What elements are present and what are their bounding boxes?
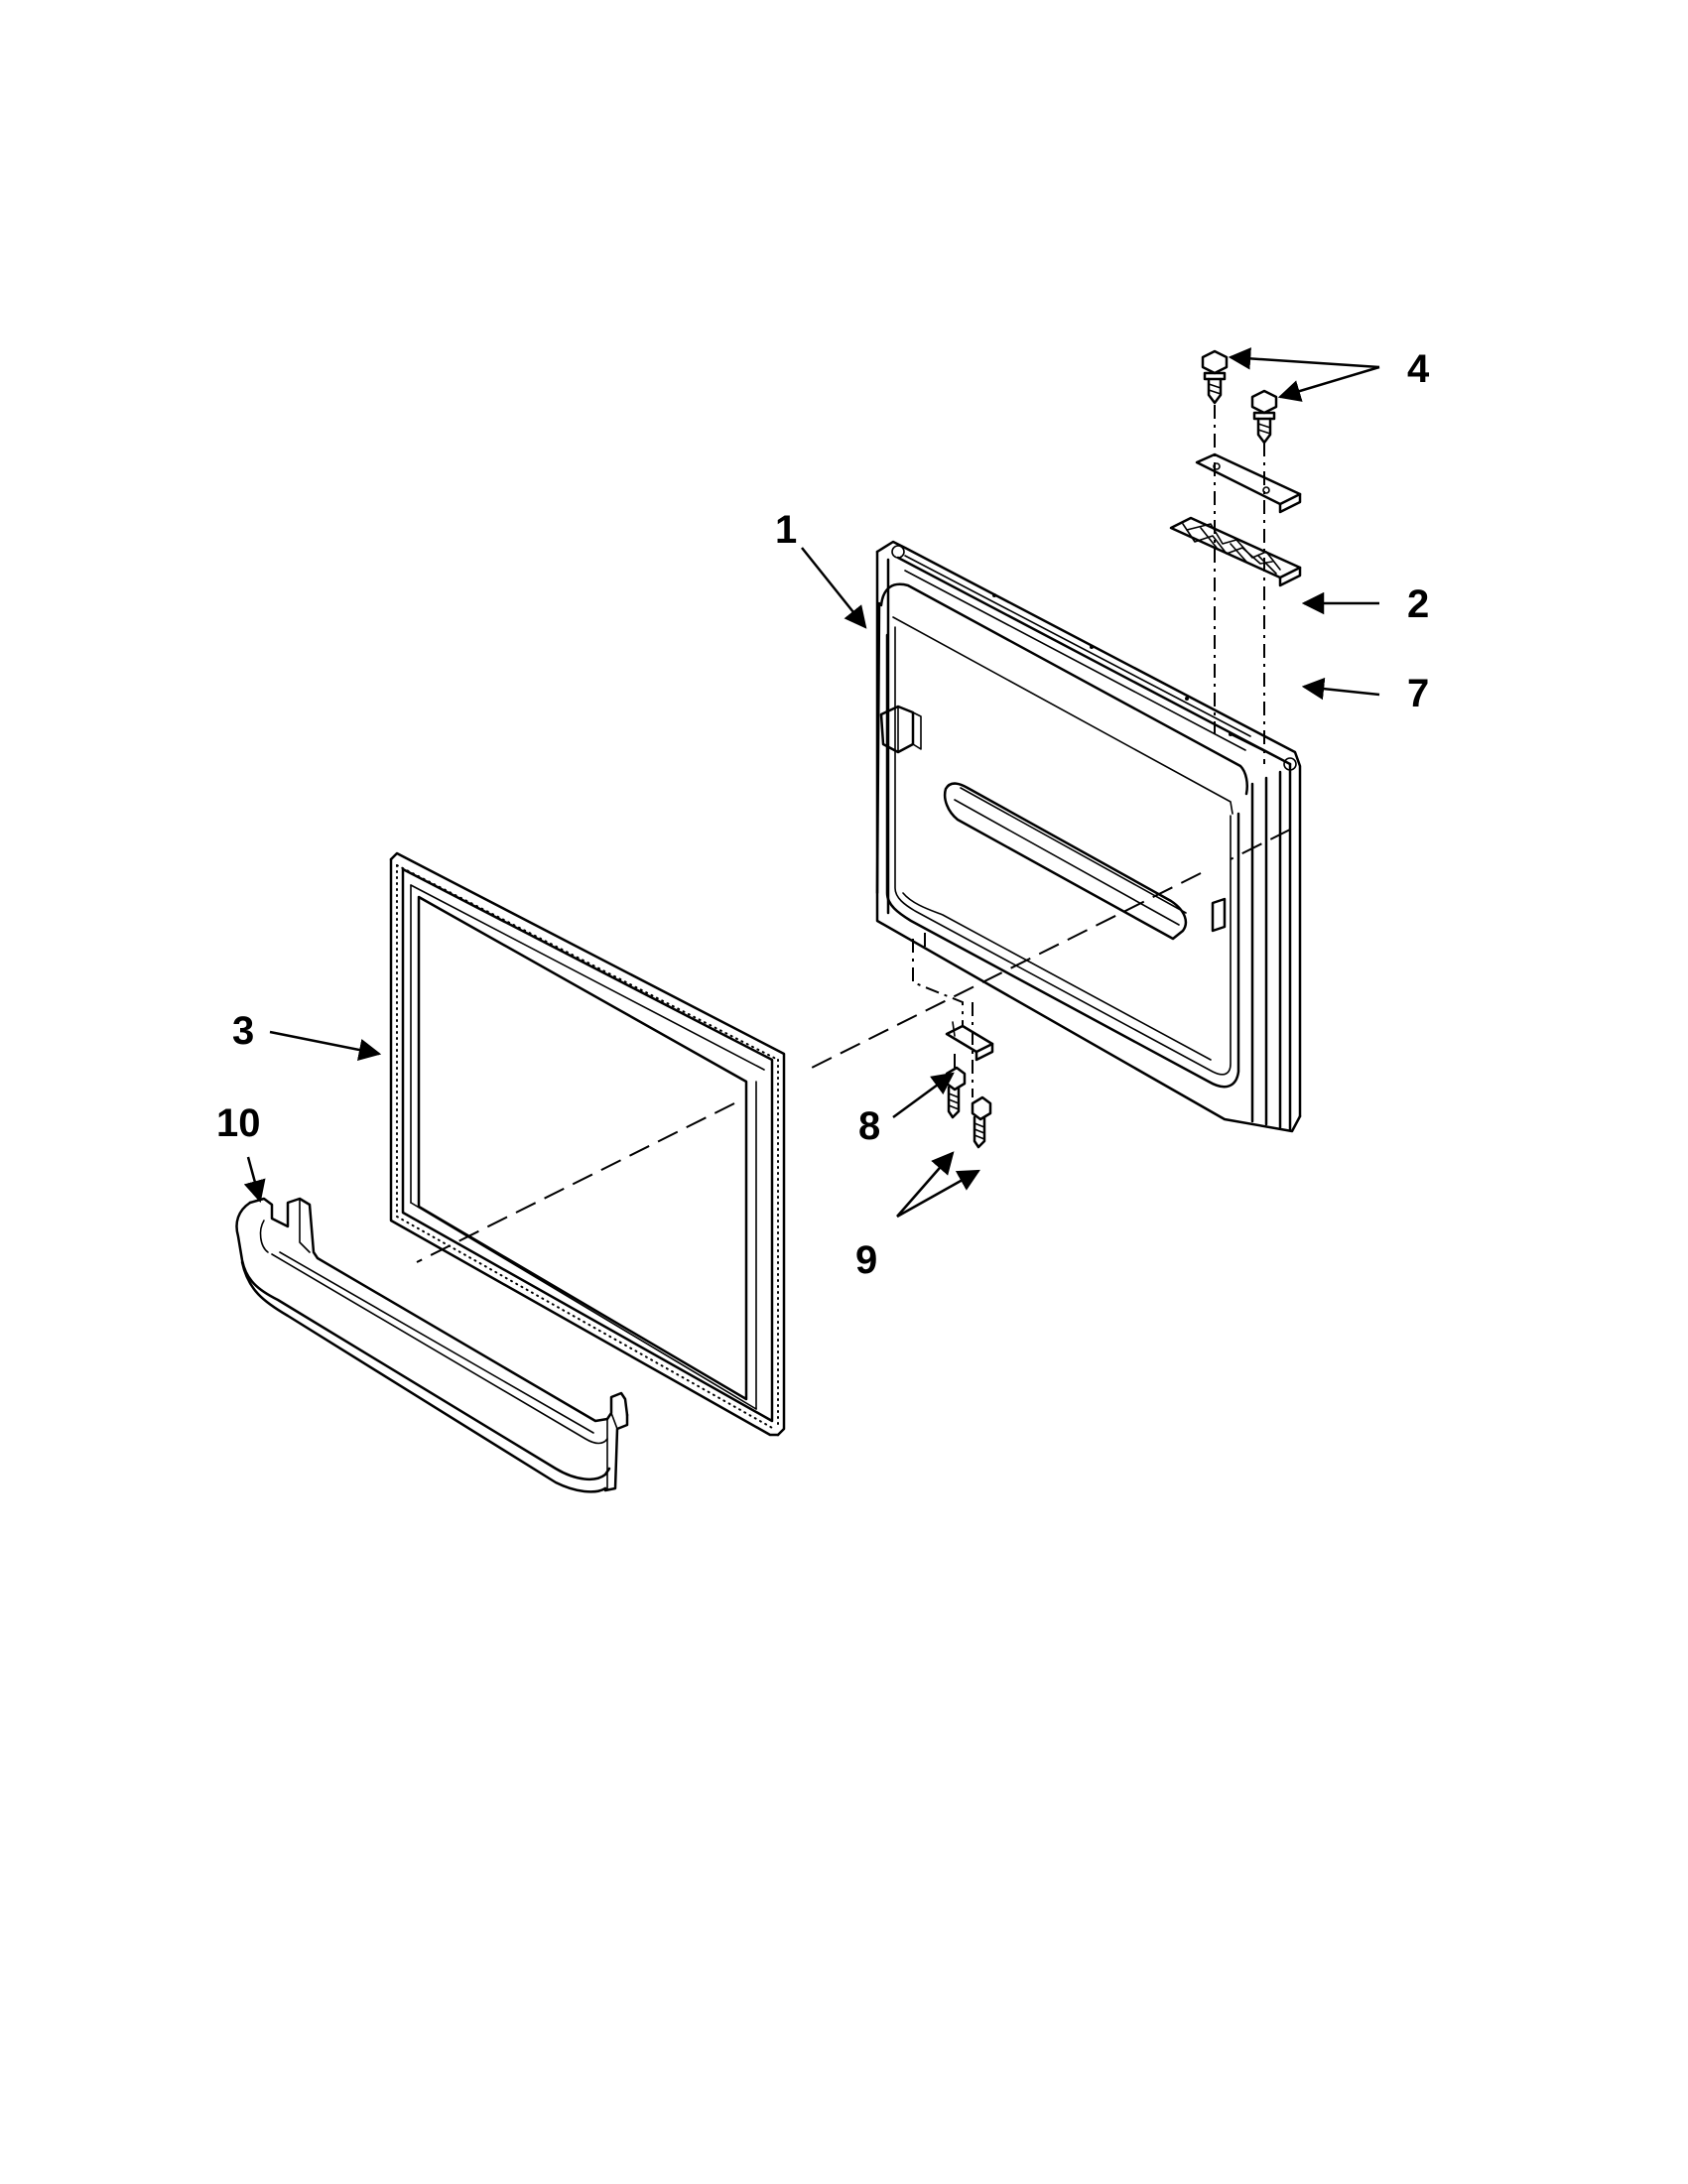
screw-9b-part bbox=[971, 1095, 992, 1149]
callout-3: 3 bbox=[232, 1009, 254, 1053]
door-bin-part bbox=[235, 1197, 629, 1493]
freezer-door-part bbox=[875, 540, 1302, 1133]
callout-9: 9 bbox=[855, 1238, 877, 1282]
leader-arrows bbox=[243, 347, 1380, 1219]
callout-1: 1 bbox=[775, 508, 797, 552]
callout-2: 2 bbox=[1407, 582, 1429, 626]
callout-4: 4 bbox=[1407, 347, 1430, 391]
screw-4a-part bbox=[1201, 349, 1229, 405]
lower-hinge-part bbox=[945, 1021, 994, 1062]
hinge-bracket-part bbox=[1195, 452, 1302, 514]
callout-7: 7 bbox=[1407, 672, 1429, 715]
assembly-lines bbox=[416, 405, 1291, 1263]
callout-8: 8 bbox=[858, 1104, 880, 1148]
screw-4b-part bbox=[1250, 389, 1278, 445]
door-gasket-part bbox=[389, 851, 786, 1437]
callout-10: 10 bbox=[216, 1101, 261, 1145]
hinge-shim-part bbox=[1169, 516, 1302, 587]
